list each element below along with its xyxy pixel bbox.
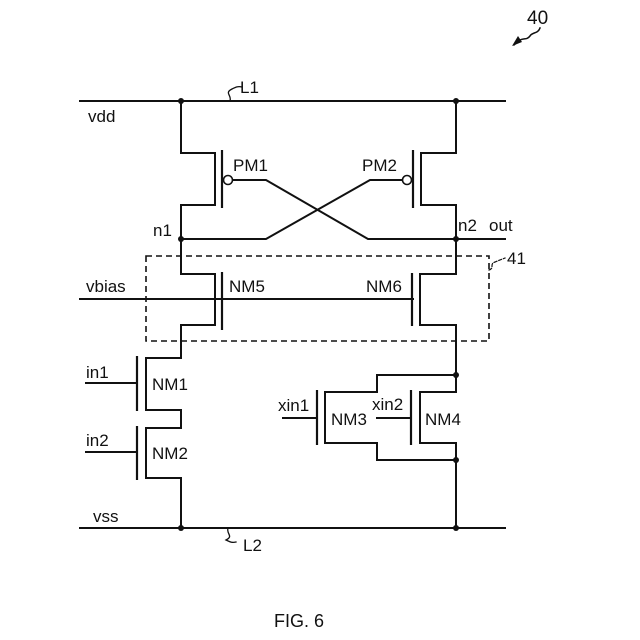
- nm2-label: NM2: [152, 444, 188, 463]
- out-label: out: [489, 216, 513, 235]
- nm4-channel: [420, 375, 456, 528]
- pm2-label: PM2: [362, 156, 397, 175]
- vss-label: vss: [93, 507, 119, 526]
- nm5-label: NM5: [229, 277, 265, 296]
- ref-40-label: 40: [527, 8, 548, 29]
- nm4-label: NM4: [425, 410, 461, 429]
- arrow-head-icon: [512, 36, 522, 46]
- nm3-label: NM3: [331, 410, 367, 429]
- junction-dot: [453, 457, 459, 463]
- pm1-channel: [181, 101, 215, 239]
- n2-label: n2: [458, 216, 477, 235]
- nm2-channel: [146, 428, 181, 528]
- pm2-bubble-icon: [403, 176, 412, 185]
- l2-label: L2: [243, 536, 262, 555]
- block-41-leader: [489, 258, 505, 270]
- pm2-channel: [421, 101, 456, 239]
- vbias-label: vbias: [86, 277, 126, 296]
- vdd-label: vdd: [88, 107, 115, 126]
- in2-label: in2: [86, 431, 109, 450]
- xin2-label: xin2: [372, 395, 403, 414]
- nm1-label: NM1: [152, 375, 188, 394]
- pm1-label: PM1: [233, 156, 268, 175]
- nm6-channel: [420, 239, 456, 375]
- figure-caption: FIG. 6: [274, 611, 324, 631]
- nm6-label: NM6: [366, 277, 402, 296]
- block-41-label: 41: [507, 249, 526, 268]
- pm1-bubble-icon: [224, 176, 233, 185]
- l1-label: L1: [240, 78, 259, 97]
- n1-label: n1: [153, 221, 172, 240]
- l2-leader: [226, 528, 236, 542]
- in1-label: in1: [86, 363, 109, 382]
- junction-dot: [453, 372, 459, 378]
- xin1-label: xin1: [278, 396, 309, 415]
